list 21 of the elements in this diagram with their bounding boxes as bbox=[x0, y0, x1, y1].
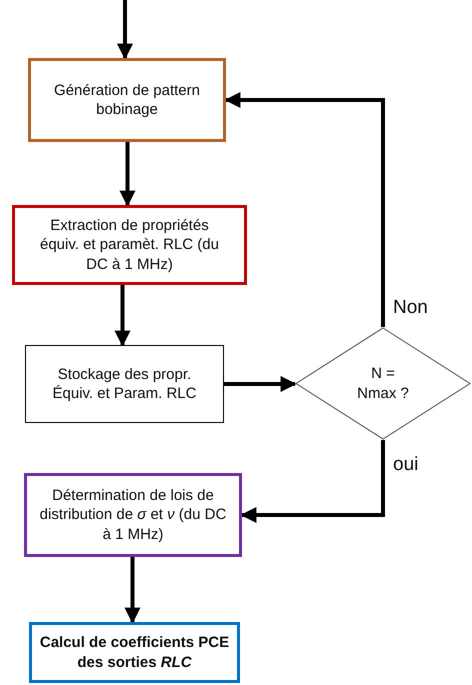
node-text: Extraction de propriétés équiv. et paramèt. RLC (du DC à 1 MHz) bbox=[39, 216, 220, 274]
process-box bbox=[24, 473, 242, 557]
process-box bbox=[25, 345, 224, 423]
edge-label: Non bbox=[393, 297, 428, 319]
node-text: Génération de pattern bobinage bbox=[53, 80, 201, 120]
arrow bbox=[224, 92, 385, 327]
node-text: Détermination de lois de distribution de σ et ν (du DC à 1 MHz) bbox=[38, 486, 228, 544]
node-text: Calcul de coefficients PCE des sorties RLC bbox=[40, 633, 230, 672]
process-box bbox=[28, 58, 226, 142]
arrow bbox=[120, 142, 136, 207]
arrow bbox=[240, 440, 385, 523]
process-box bbox=[29, 622, 240, 683]
arrow bbox=[114, 285, 130, 347]
node-text: Stockage des propr. Équiv. et Param. RLC bbox=[52, 364, 198, 404]
node-text: N = Nmax ? bbox=[357, 364, 409, 403]
decision-diamond bbox=[295, 327, 471, 440]
edge-label: oui bbox=[393, 454, 418, 476]
arrow bbox=[124, 557, 140, 624]
arrow bbox=[224, 376, 297, 392]
process-box bbox=[12, 205, 247, 285]
arrow bbox=[117, 0, 133, 60]
